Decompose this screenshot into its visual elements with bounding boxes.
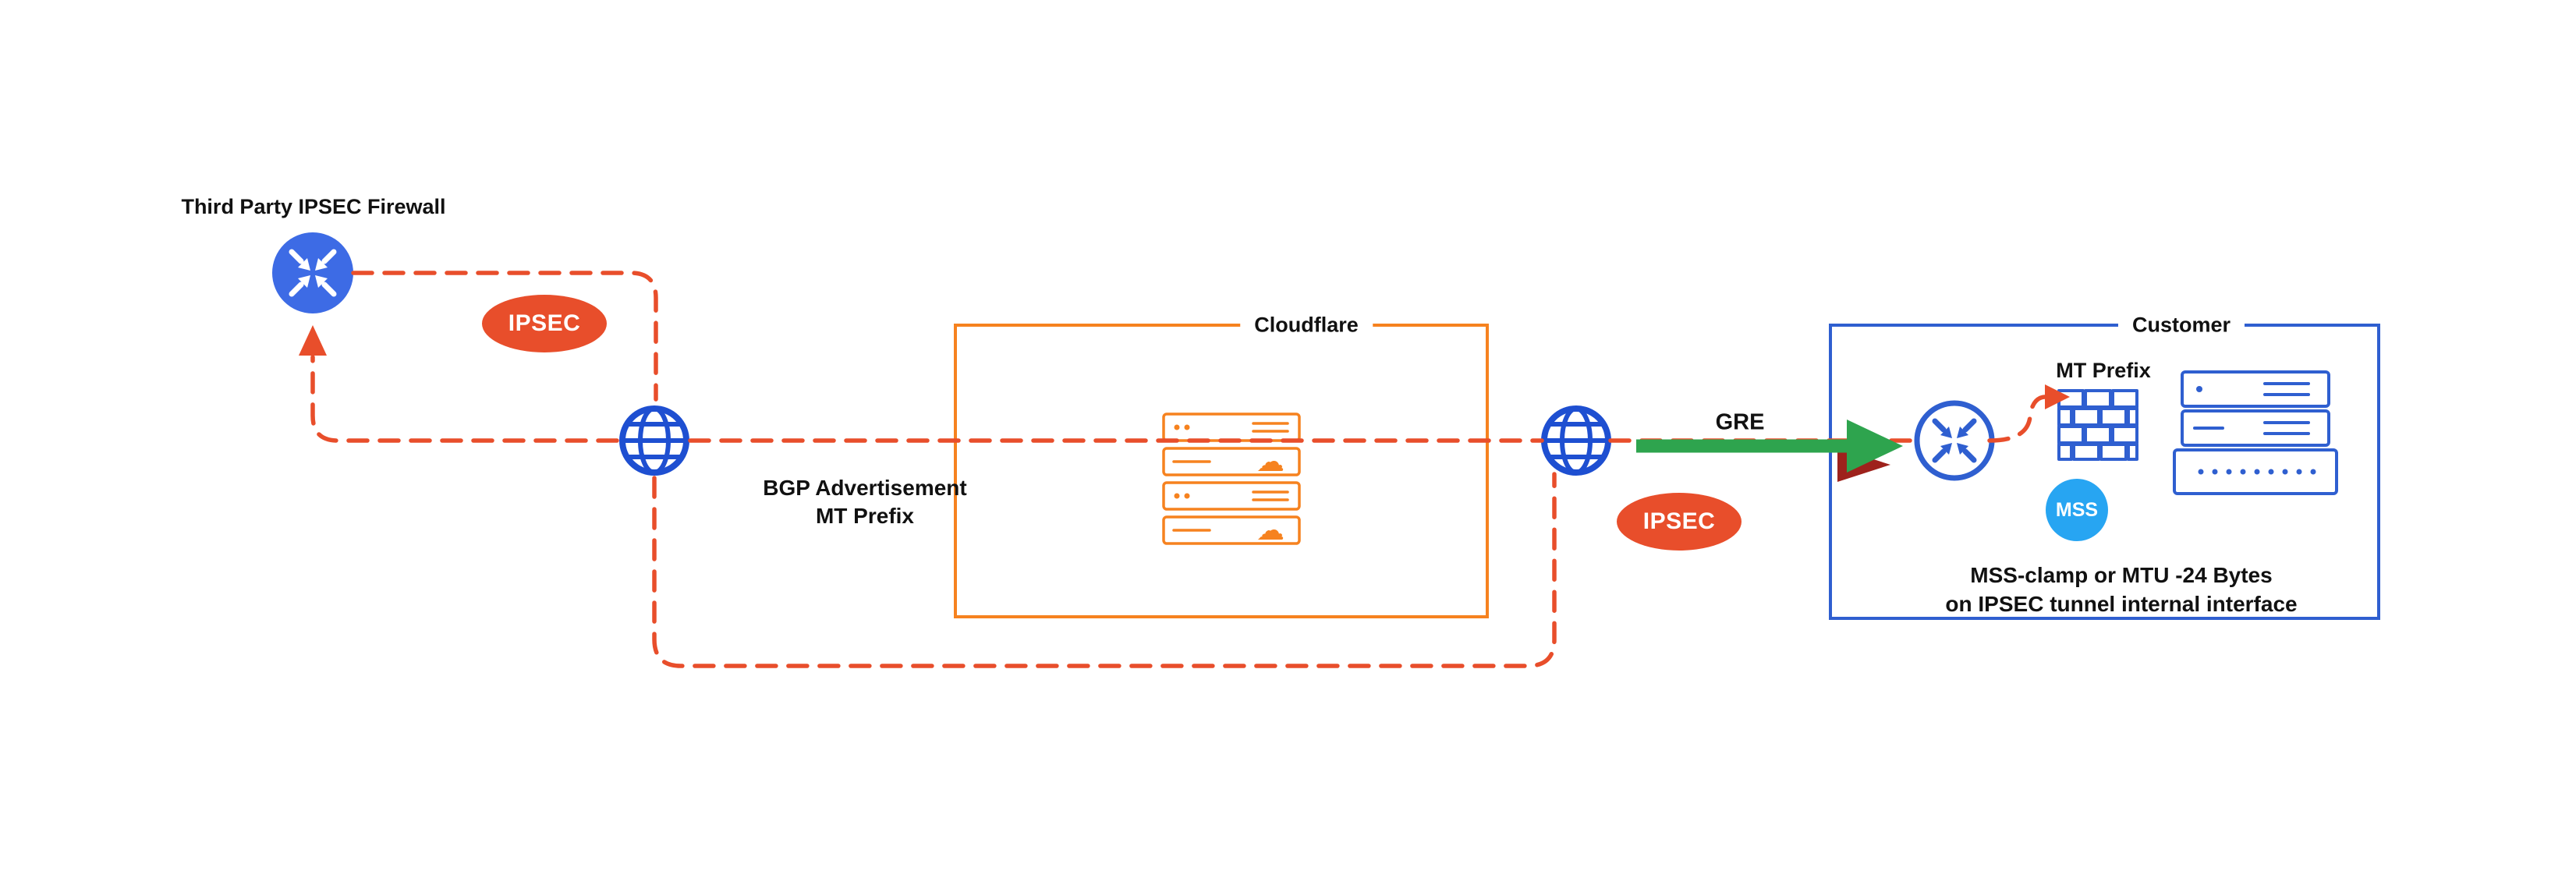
customer-server-stack-icon bbox=[2173, 370, 2338, 495]
ipsec-badge-left: IPSEC bbox=[482, 295, 607, 352]
cloudflare-box-label: Cloudflare bbox=[1240, 311, 1373, 339]
cloudflare-server-stack-icon: ☁ ☁ bbox=[1162, 412, 1301, 547]
mss-badge: MSS bbox=[2046, 479, 2108, 541]
tunnel-path-top bbox=[351, 271, 658, 402]
cloudflare-box bbox=[954, 324, 1489, 618]
cloud-icon: ☁ bbox=[1256, 515, 1284, 547]
bgp-advertisement-label: BGP Advertisement MT Prefix bbox=[763, 474, 966, 530]
third-party-firewall-label: Third Party IPSEC Firewall bbox=[181, 195, 446, 218]
mt-prefix-label: MT Prefix bbox=[2056, 359, 2151, 382]
tunnel-path-mtprefix bbox=[1987, 395, 2047, 443]
ipsec-badge-right: IPSEC bbox=[1617, 493, 1742, 551]
cloud-icon: ☁ bbox=[1256, 446, 1284, 478]
customer-box bbox=[1829, 324, 2380, 620]
mss-note-line1: MSS-clamp or MTU -24 Bytes bbox=[1970, 563, 2273, 587]
third-party-router-icon bbox=[272, 232, 353, 313]
mss-note: MSS-clamp or MTU -24 Bytes on IPSEC tunn… bbox=[1945, 561, 2297, 618]
internet-globe-left-icon bbox=[619, 405, 689, 476]
mtprefix-arrowhead bbox=[2045, 384, 2070, 409]
customer-box-label: Customer bbox=[2117, 311, 2245, 339]
mss-note-line2: on IPSEC tunnel internal interface bbox=[1945, 592, 2298, 616]
tunnel-path-loop bbox=[652, 472, 1557, 668]
firewall-icon bbox=[2057, 389, 2138, 461]
up-arrowhead bbox=[299, 325, 327, 356]
internet-globe-right-icon bbox=[1541, 405, 1611, 476]
bgp-advertisement-line2: MT Prefix bbox=[815, 504, 915, 528]
gre-label: GRE bbox=[1715, 409, 1765, 435]
bgp-advertisement-line1: BGP Advertisement bbox=[763, 476, 967, 500]
tunnel-path-return bbox=[310, 355, 619, 443]
gre-arrowhead bbox=[1847, 420, 1903, 473]
